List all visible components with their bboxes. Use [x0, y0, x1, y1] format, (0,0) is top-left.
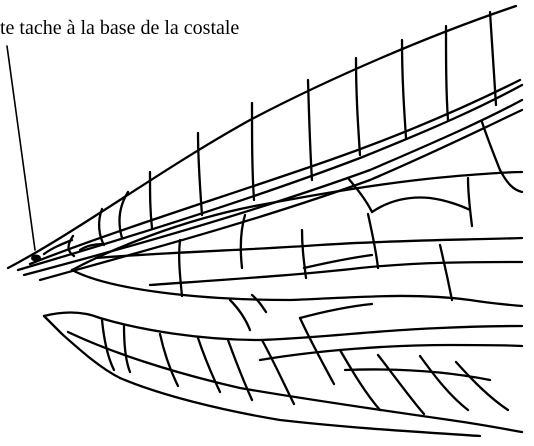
annotation-label: te tache à la base de la costale — [0, 18, 239, 38]
lower-wing — [44, 304, 522, 436]
leader-line — [7, 46, 35, 250]
middle-wing — [72, 122, 522, 330]
